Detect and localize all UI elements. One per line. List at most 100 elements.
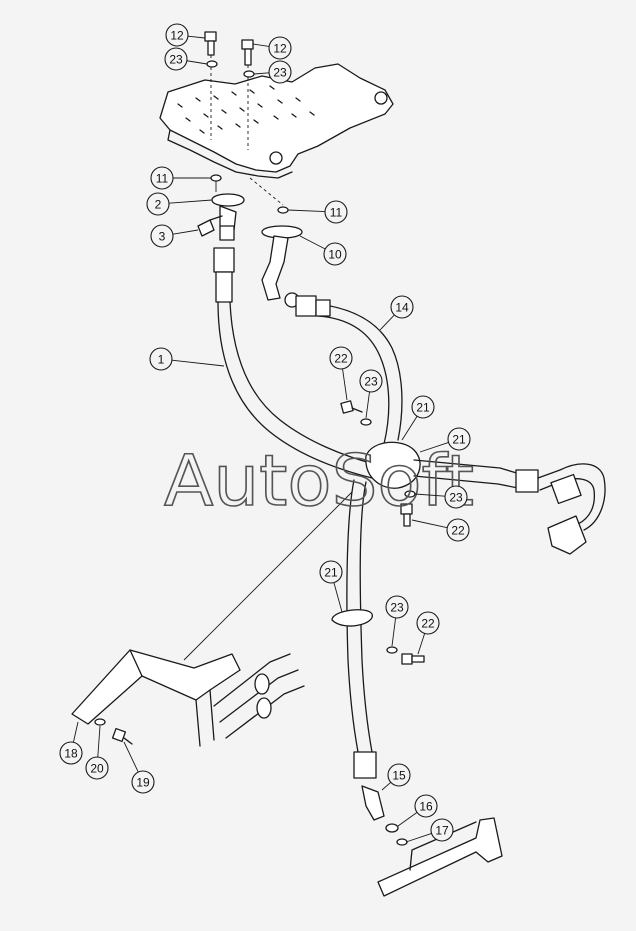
mounting-plate bbox=[159, 63, 394, 179]
callout-11: 11 bbox=[150, 166, 211, 190]
callout-3: 3 bbox=[150, 224, 199, 248]
callout-circle bbox=[323, 242, 347, 266]
callout-leader-line bbox=[333, 582, 343, 613]
callout-circle bbox=[268, 36, 292, 60]
callout-22: 22 bbox=[329, 346, 353, 401]
callout-circle bbox=[385, 595, 409, 619]
lower-elbow-15 bbox=[361, 785, 408, 846]
callout-number: 21 bbox=[452, 433, 466, 447]
callout-leader-line bbox=[379, 314, 395, 331]
callout-number: 22 bbox=[451, 524, 465, 538]
callout-2: 2 bbox=[146, 192, 213, 216]
callout-23: 23 bbox=[253, 60, 292, 84]
callout-number: 14 bbox=[395, 301, 409, 315]
callout-number: 23 bbox=[449, 491, 463, 505]
callout-circle bbox=[131, 770, 155, 794]
callout-leader-line bbox=[72, 721, 79, 743]
callout-circle bbox=[146, 192, 170, 216]
callout-number: 2 bbox=[155, 198, 162, 212]
callout-21: 21 bbox=[419, 427, 471, 453]
watermark-text: AutoSoft bbox=[164, 440, 474, 522]
callout-number: 20 bbox=[90, 762, 104, 776]
junction-block bbox=[365, 441, 606, 555]
hose-1 bbox=[213, 247, 375, 479]
callout-21: 21 bbox=[401, 395, 435, 441]
callout-leader-line bbox=[401, 416, 418, 441]
callout-17: 17 bbox=[405, 818, 454, 843]
callout-leader-line bbox=[405, 833, 432, 843]
callout-18: 18 bbox=[59, 721, 83, 765]
callout-circle bbox=[149, 347, 173, 371]
bolt-22-upper bbox=[340, 400, 372, 426]
callout-leader-line bbox=[419, 442, 449, 453]
callout-23: 23 bbox=[385, 595, 409, 647]
callout-leader-line bbox=[123, 741, 139, 773]
callout-20: 20 bbox=[85, 725, 109, 780]
callout-leader-line bbox=[342, 368, 348, 401]
callout-circle bbox=[165, 23, 189, 47]
callout-leader-line bbox=[414, 493, 446, 497]
callout-circle bbox=[430, 818, 454, 842]
callout-number: 21 bbox=[416, 401, 430, 415]
callout-number: 17 bbox=[435, 824, 449, 838]
callout-circle bbox=[329, 346, 353, 370]
callout-leader-line bbox=[381, 781, 392, 791]
callout-number: 21 bbox=[324, 566, 338, 580]
callout-number: 23 bbox=[364, 375, 378, 389]
callout-leader-line bbox=[187, 35, 206, 39]
callout-number: 11 bbox=[330, 206, 343, 220]
callout-circle bbox=[150, 224, 174, 248]
callout-layer: 1223122311231110114222321212322212322182… bbox=[59, 23, 471, 843]
down-pipe bbox=[331, 479, 425, 779]
callout-23: 23 bbox=[414, 485, 468, 509]
bracket-18 bbox=[71, 491, 353, 747]
callout-22: 22 bbox=[411, 518, 470, 542]
callout-number: 19 bbox=[136, 776, 150, 790]
callout-number: 18 bbox=[64, 747, 78, 761]
callout-circle bbox=[359, 369, 383, 393]
callout-circle bbox=[387, 763, 411, 787]
callout-12: 12 bbox=[252, 36, 292, 60]
callout-number: 10 bbox=[328, 248, 342, 262]
callout-circle bbox=[411, 395, 435, 419]
callout-leader-line bbox=[287, 209, 326, 212]
callout-circle bbox=[324, 200, 348, 224]
callout-19: 19 bbox=[123, 741, 155, 794]
callout-number: 23 bbox=[169, 53, 183, 67]
callout-leader-line bbox=[253, 72, 270, 75]
fitting-3 bbox=[197, 215, 223, 237]
swivel-connector-2 bbox=[210, 174, 245, 241]
callout-circle bbox=[447, 427, 471, 451]
callout-circle bbox=[444, 485, 468, 509]
hose-14 bbox=[295, 295, 403, 445]
callout-leader-line bbox=[186, 60, 208, 65]
callout-leader-line bbox=[365, 391, 370, 419]
callout-22: 22 bbox=[416, 611, 440, 655]
callout-leader-line bbox=[252, 43, 270, 47]
callout-15: 15 bbox=[381, 763, 411, 791]
callout-number: 16 bbox=[419, 800, 433, 814]
callout-circle bbox=[390, 295, 414, 319]
callout-leader-line bbox=[97, 725, 101, 758]
callout-leader-line bbox=[172, 229, 199, 235]
callout-leader-line bbox=[168, 199, 213, 204]
callout-number: 15 bbox=[392, 769, 406, 783]
callout-23: 23 bbox=[164, 47, 208, 71]
callout-12: 12 bbox=[165, 23, 206, 47]
callout-circle bbox=[268, 60, 292, 84]
callout-23: 23 bbox=[359, 369, 383, 419]
callout-21: 21 bbox=[319, 560, 343, 613]
callout-leader-line bbox=[397, 812, 418, 827]
callout-number: 12 bbox=[273, 42, 287, 56]
callout-circle bbox=[59, 741, 83, 765]
callout-leader-line bbox=[411, 519, 448, 529]
callout-number: 22 bbox=[421, 617, 435, 631]
callout-leader-line bbox=[417, 633, 426, 655]
callout-circle bbox=[150, 166, 174, 190]
lower-housing bbox=[377, 817, 503, 897]
callout-leader-line bbox=[391, 617, 397, 647]
callout-number: 11 bbox=[156, 172, 169, 186]
callout-circle bbox=[319, 560, 343, 584]
